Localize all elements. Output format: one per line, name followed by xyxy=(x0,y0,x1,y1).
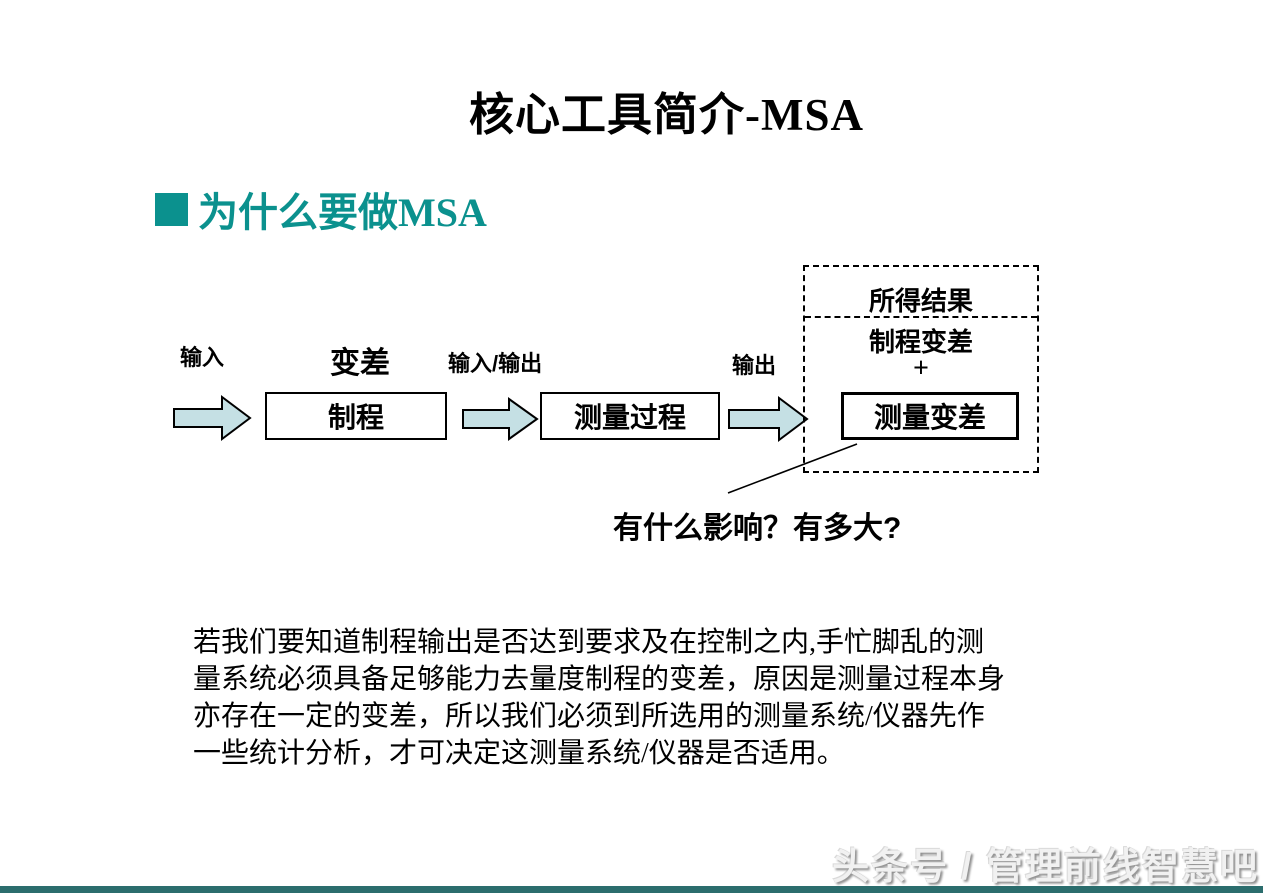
arrow-shape xyxy=(728,396,809,442)
arrow-shape xyxy=(173,395,252,441)
block-arrow-right-icon xyxy=(462,397,539,441)
callout-line xyxy=(727,443,858,494)
square-bullet-icon xyxy=(155,192,188,226)
plus-sign: + xyxy=(913,353,929,384)
result-dashed-box: 所得结果 制程变差 + 测量变差 xyxy=(803,265,1039,473)
measurement-process-box: 测量过程 xyxy=(540,392,720,440)
block-arrow-right-icon xyxy=(728,396,809,442)
footer-accent-bar xyxy=(0,886,1263,893)
section-heading-text: 为什么要做MSA xyxy=(198,190,487,235)
block-arrow-right-icon xyxy=(173,395,252,441)
watermark-text: 头条号 / 管理前线智慧吧 xyxy=(832,846,1259,887)
paragraph-line: 一些统计分析，才可决定这测量系统/仪器是否适用。 xyxy=(193,738,845,769)
result-title: 所得结果 xyxy=(868,287,973,316)
result-process-variation: 制程变差 xyxy=(868,328,973,357)
process-box: 制程 xyxy=(265,392,447,440)
arrow-shape xyxy=(462,397,539,441)
paragraph-line: 亦存在一定的变差，所以我们必须到所选用的测量系统/仪器先作 xyxy=(193,701,985,732)
label-input: 输入 xyxy=(180,345,225,370)
label-output: 输出 xyxy=(732,353,777,378)
section-header: 为什么要做MSA xyxy=(155,180,487,238)
paragraph-line: 量系统必须具备足够能力去量度制程的变差，原因是测量过程本身 xyxy=(193,664,1006,695)
label-variation: 变差 xyxy=(330,347,390,380)
body-paragraph: 若我们要知道制程输出是否达到要求及在控制之内,手忙脚乱的测 量系统必须具备足够能… xyxy=(193,624,1093,772)
paragraph-line: 若我们要知道制程输出是否达到要求及在控制之内,手忙脚乱的测 xyxy=(193,627,985,658)
page-title: 核心工具简介-MSA xyxy=(469,90,864,140)
measurement-variation-box: 测量变差 xyxy=(841,392,1019,440)
dashed-divider xyxy=(805,316,1037,318)
impact-question: 有什么影响？有多大? xyxy=(613,512,902,545)
label-input-output: 输入/输出 xyxy=(448,351,543,376)
